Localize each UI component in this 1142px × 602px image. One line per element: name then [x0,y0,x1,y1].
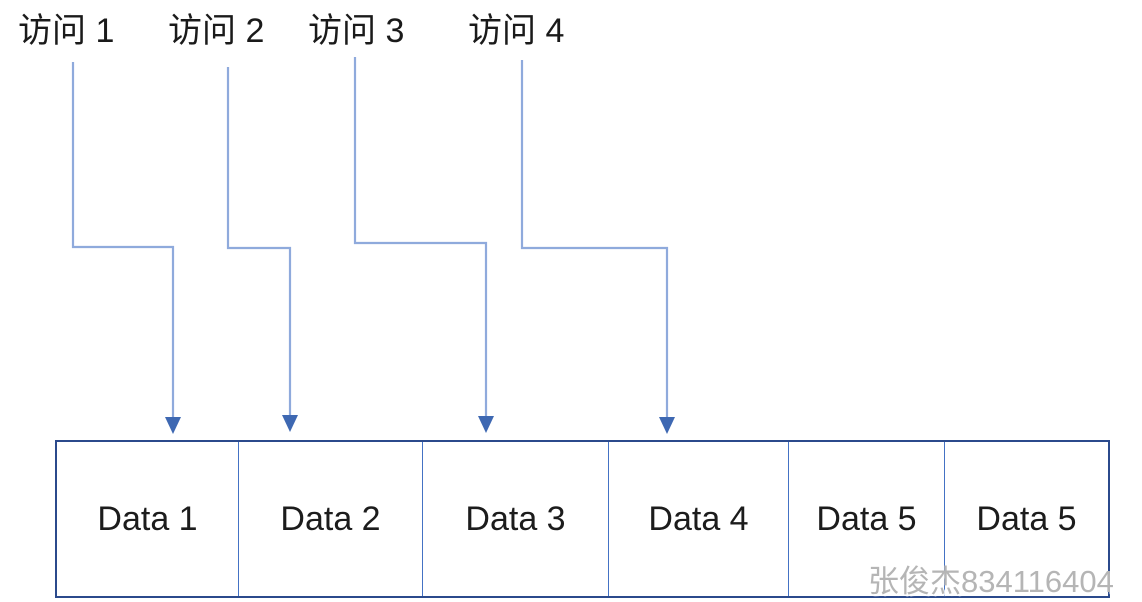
access-label-3: 访问 3 [308,12,405,50]
access-label-1: 访问 1 [18,12,115,50]
data-cell-label: Data 5 [816,499,917,538]
data-cell-label: Data 4 [648,499,749,538]
data-cell-2: Data 2 [239,442,423,596]
connector-line-2 [226,67,292,418]
access-label-2: 访问 2 [168,12,265,50]
connector-line-4 [520,60,669,420]
connector-line-1 [71,62,175,420]
arrow-down-icon [478,416,494,433]
data-cell-label: Data 2 [280,499,381,538]
access-label-4: 访问 4 [468,12,565,50]
data-cell-6: Data 5 [945,442,1108,596]
connector-access4 [520,60,675,434]
data-array-box: Data 1 Data 2 Data 3 Data 4 Data 5 Data … [55,440,1110,598]
data-cell-label: Data 3 [465,499,566,538]
data-cell-4: Data 4 [609,442,789,596]
connector-access3 [353,57,494,433]
watermark: 张俊杰834116404 [868,564,1114,599]
arrow-down-icon [165,417,181,434]
arrow-down-icon [659,417,675,434]
data-cell-5: Data 5 [789,442,945,596]
connector-access2 [226,67,298,432]
data-cell-3: Data 3 [423,442,609,596]
data-cell-1: Data 1 [57,442,239,596]
arrow-down-icon [282,415,298,432]
data-cell-label: Data 1 [97,499,198,538]
connector-access1 [71,62,181,434]
connector-line-3 [353,57,488,419]
data-cell-label: Data 5 [976,499,1077,538]
